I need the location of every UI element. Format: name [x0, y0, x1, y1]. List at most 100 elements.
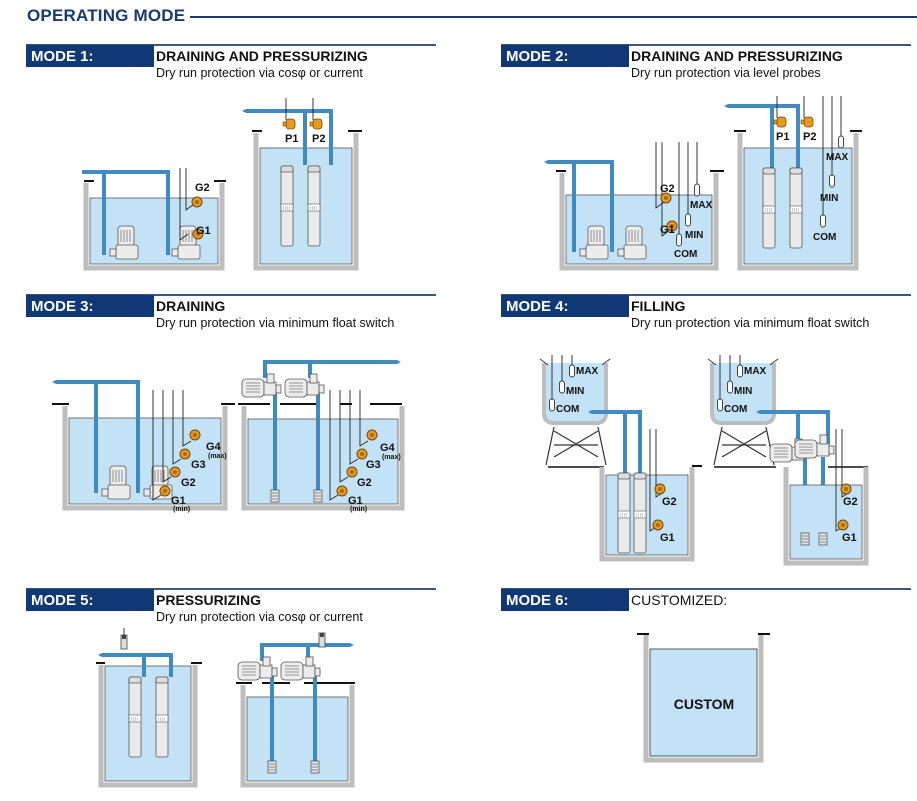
- level-probe-icon: [685, 213, 691, 227]
- mode-1-diagram: G2 G1 P1 P2: [82, 98, 362, 271]
- mode-subtitle: Dry run protection via minimum float swi…: [631, 316, 870, 330]
- level-probe-icon: [694, 183, 700, 197]
- flow-arrow-icon: [98, 653, 102, 657]
- float-switch-icon: [336, 485, 348, 497]
- mode-5-diagram: [96, 628, 355, 788]
- label-com: COM: [724, 404, 747, 415]
- float-switch-icon: [356, 448, 368, 460]
- submersible-pump-icon: [307, 165, 321, 247]
- label-com: COM: [556, 404, 579, 415]
- label-g4-note: (max): [208, 453, 227, 460]
- float-switch-icon: [366, 429, 378, 441]
- pressure-switch-icon: [309, 118, 323, 130]
- label-com: COM: [813, 232, 836, 243]
- submersible-pump-icon: [762, 167, 776, 249]
- flow-arrow-icon: [242, 109, 246, 113]
- label-p1: P1: [285, 133, 298, 145]
- page-title: OPERATING MODE: [27, 6, 186, 25]
- mode-badge: MODE 5:: [26, 589, 154, 611]
- label-g3: G3: [191, 459, 206, 471]
- pressure-switch-icon: [800, 116, 814, 128]
- mode-title: DRAINING AND PRESSURIZING: [156, 48, 368, 64]
- flow-arrow-icon: [756, 410, 760, 414]
- mode-divider: [501, 44, 911, 46]
- float-switch-icon: [837, 519, 849, 531]
- label-g2: G2: [357, 477, 372, 489]
- mode-title: DRAINING AND PRESSURIZING: [631, 48, 843, 64]
- label-g1-note: (min): [350, 506, 367, 513]
- label-g1: G1: [171, 495, 186, 507]
- title-divider: [190, 16, 917, 18]
- label-g1: G1: [842, 532, 857, 544]
- mode-title: FILLING: [631, 298, 686, 314]
- well-tank: [599, 465, 702, 562]
- level-probe-icon: [569, 364, 575, 378]
- level-probe-icon: [838, 135, 844, 149]
- submersible-pump-icon: [280, 165, 294, 247]
- level-probe-icon: [717, 398, 723, 412]
- submersible-pump-icon: [128, 676, 142, 758]
- mode-subtitle: Dry run protection via minimum float swi…: [156, 316, 395, 330]
- mode-6-diagram: CUSTOM: [637, 633, 770, 763]
- level-probe-icon: [829, 174, 835, 188]
- submersible-pump-icon: [617, 472, 631, 554]
- label-g2: G2: [181, 477, 196, 489]
- flow-arrow-icon: [724, 104, 728, 108]
- well-tank: [252, 130, 362, 271]
- label-min: MIN: [734, 386, 752, 397]
- surface-pump-icon: [241, 373, 282, 398]
- mode-badge: MODE 6:: [501, 589, 629, 611]
- level-probe-icon: [820, 214, 826, 228]
- label-g4-note: (max): [382, 454, 401, 461]
- submersible-pump-icon: [155, 676, 169, 758]
- flow-arrow-icon: [544, 160, 548, 164]
- mode-4-diagram: MAX MIN COM G2 G1 MAX MIN COM G2 G1: [539, 355, 869, 566]
- label-com: COM: [674, 249, 697, 260]
- pressure-switch-icon: [773, 116, 787, 128]
- label-g2: G2: [662, 496, 677, 508]
- pressure-switch-icon: [282, 118, 296, 130]
- mode-badge: MODE 2:: [501, 45, 629, 67]
- flow-arrow-icon: [397, 360, 401, 364]
- float-switch-icon: [169, 466, 181, 478]
- level-probe-icon: [727, 380, 733, 394]
- float-switch-icon: [189, 429, 201, 441]
- mode-title: CUSTOMIZED:: [631, 592, 728, 608]
- strainer-icon: [800, 532, 810, 546]
- level-probe-icon: [737, 364, 743, 378]
- label-g2: G2: [195, 182, 210, 194]
- submersible-pump-icon: [633, 472, 647, 554]
- float-switch-icon: [179, 448, 191, 460]
- label-min: MIN: [820, 193, 838, 204]
- flow-arrow-icon: [82, 170, 86, 174]
- mode-divider: [26, 588, 436, 590]
- elevated-tank: [707, 358, 779, 466]
- mode-divider: [501, 294, 911, 296]
- sump-tank: [236, 682, 355, 788]
- float-switch-icon: [840, 483, 852, 495]
- elevated-tank: [539, 358, 611, 466]
- level-probe-icon: [559, 380, 565, 394]
- float-switch-icon: [346, 466, 358, 478]
- mode-badge: MODE 3:: [26, 295, 154, 317]
- well-tank: [96, 662, 202, 788]
- strainer-icon: [818, 532, 828, 546]
- level-probe-icon: [676, 233, 682, 247]
- mode-subtitle: Dry run protection via cosφ or current: [156, 610, 363, 624]
- float-switch-icon: [652, 519, 664, 531]
- float-switch-icon: [191, 196, 203, 208]
- label-g1-note: (min): [173, 506, 190, 513]
- label-g1: G1: [660, 532, 675, 544]
- label-max: MAX: [576, 366, 599, 377]
- surface-pump-icon: [280, 656, 321, 681]
- submersible-pump-icon: [789, 167, 803, 249]
- mode-2-diagram: G2 G1 MAX MIN COM P1 P2 MAX MIN COM: [544, 96, 862, 271]
- label-g2: G2: [660, 183, 675, 195]
- level-probe-icon: [549, 398, 555, 412]
- strainer-icon: [313, 489, 323, 503]
- mode-badge: MODE 1:: [26, 45, 154, 67]
- strainer-icon: [270, 489, 280, 503]
- label-min: MIN: [566, 386, 584, 397]
- mode-subtitle: Dry run protection via level probes: [631, 66, 821, 80]
- label-g3: G3: [366, 459, 381, 471]
